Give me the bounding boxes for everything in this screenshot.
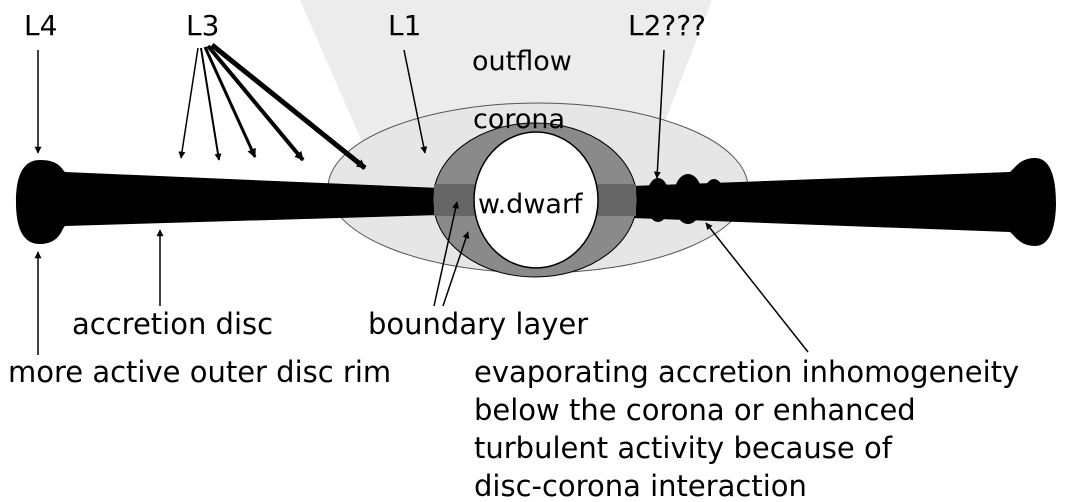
label-outflow: outflow xyxy=(472,46,572,77)
label-L2: L2??? xyxy=(628,9,706,42)
label-corona: corona xyxy=(473,104,565,135)
label-evaporating-line-3: turbulent activity because of xyxy=(474,431,893,465)
arrow-L2 xyxy=(653,49,665,179)
arrows xyxy=(34,43,809,355)
label-L1: L1 xyxy=(388,9,421,42)
label-L4: L4 xyxy=(24,9,57,42)
arrow-L3-4 xyxy=(206,44,305,162)
label-evaporating-line-2: below the corona or enhanced xyxy=(474,393,916,427)
inhomogeneity-blobs xyxy=(646,174,725,224)
label-evaporating-line-4: disc-corona interaction xyxy=(474,469,807,502)
white-dwarf xyxy=(473,131,599,269)
arrow-boundary-layer-2 xyxy=(442,231,470,307)
label-evaporating-line-1: evaporating accretion inhomogeneity xyxy=(474,355,1019,389)
label-white-dwarf: w.dwarf xyxy=(478,189,584,220)
label-outer-rim: more active outer disc rim xyxy=(8,355,391,389)
accretion-disc xyxy=(16,160,440,244)
arrow-boundary-layer-1 xyxy=(433,201,460,307)
label-accretion-disc: accretion disc xyxy=(72,307,273,341)
arrow-L1 xyxy=(403,49,428,154)
arrow-L3-3 xyxy=(203,46,257,158)
label-boundary-layer: boundary layer xyxy=(368,307,588,341)
accretion-disc-right xyxy=(630,158,1056,246)
arrow-L3-1 xyxy=(178,47,199,159)
label-L3: L3 xyxy=(186,9,219,42)
arrow-L3-5 xyxy=(210,43,367,170)
arrow-L3-2 xyxy=(200,47,222,161)
arrow-evaporating xyxy=(705,222,809,353)
